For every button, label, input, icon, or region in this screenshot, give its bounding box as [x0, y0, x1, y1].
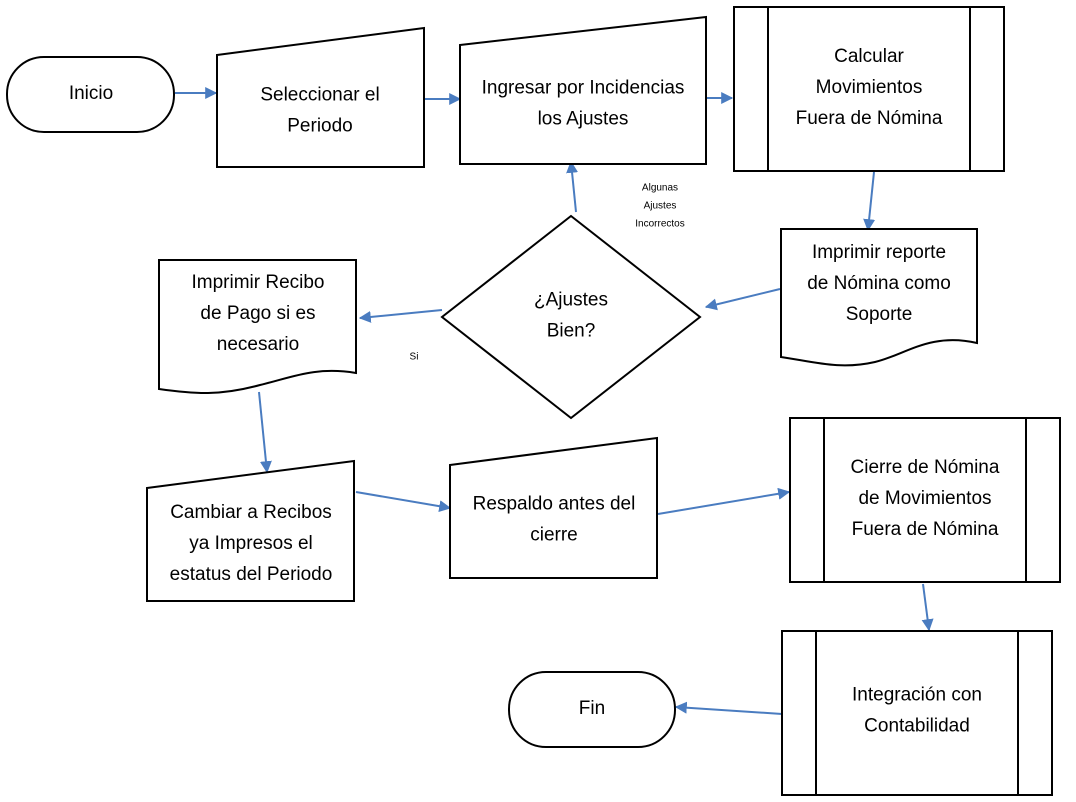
label-line: Seleccionar el: [260, 85, 379, 106]
manual-input-shape: [146, 459, 355, 602]
label-line: Bien?: [547, 321, 596, 342]
manual-input-shape: [459, 15, 707, 165]
manual-input-shape: [216, 26, 425, 168]
node-label: Inicio: [69, 83, 113, 104]
label-line: Calcular: [834, 46, 904, 67]
document-shape: [780, 228, 978, 367]
label-line: Cambiar a Recibos: [170, 502, 332, 523]
decision-shape: [440, 214, 702, 420]
node-label: Imprimir Recibo de Pago si es necesario: [191, 272, 324, 355]
terminator-shape: [6, 56, 175, 133]
node-respaldo: Respaldo antes del cierre: [449, 436, 658, 579]
label-line: cierre: [530, 525, 578, 546]
predefined-process-shape: [789, 417, 1061, 583]
label-line: de Movimientos: [858, 488, 991, 509]
label-line: ya Impresos el: [189, 533, 313, 554]
label-line: Contabilidad: [864, 716, 970, 737]
terminator-shape: [508, 671, 676, 748]
label-line: Movimientos: [816, 77, 923, 98]
label-line: Soporte: [846, 304, 913, 325]
node-label: Respaldo antes del cierre: [473, 494, 636, 546]
label-line: ¿Ajustes: [534, 290, 608, 311]
node-label: Fin: [579, 698, 605, 719]
label-line: estatus del Periodo: [170, 564, 333, 585]
edge-imprimir-reporte-decision: [704, 288, 781, 311]
label-line: Fin: [579, 698, 605, 719]
label-line: necesario: [217, 334, 299, 355]
node-imprimir-recibo: Imprimir Recibo de Pago si es necesario: [158, 259, 357, 395]
edge-decision-ingresar: [566, 160, 579, 213]
label-line: Periodo: [287, 116, 353, 137]
label-line: Imprimir reporte: [812, 242, 946, 263]
label-line: Integración con: [852, 685, 982, 706]
edge-cambiar-respaldo: [355, 491, 452, 513]
node-label: Seleccionar el Periodo: [260, 85, 379, 137]
predefined-process-shape: [781, 630, 1053, 796]
node-seleccionar: Seleccionar el Periodo: [216, 26, 425, 168]
node-label: Ingresar por Incidencias los Ajustes: [482, 78, 685, 130]
label-line: Incorrectos: [635, 219, 684, 230]
manual-input-shape: [449, 436, 658, 579]
edge-decision-imprimir-recibo: [358, 309, 443, 323]
node-cambiar: Cambiar a Recibos ya Impresos el estatus d…: [146, 459, 355, 602]
label-line: Si: [410, 352, 419, 363]
document-shape: [158, 259, 357, 395]
edge-label-si: Si: [410, 352, 419, 363]
label-line: de Pago si es: [200, 303, 315, 324]
label-line: los Ajustes: [538, 109, 629, 130]
label-line: Fuera de Nómina: [796, 108, 943, 129]
label-line: Respaldo antes del: [473, 494, 636, 515]
node-fin: Fin: [508, 671, 676, 748]
label-line: Algunas: [642, 183, 678, 194]
edge-integracion-fin: [674, 701, 783, 715]
label-line: Cierre de Nómina: [851, 457, 1000, 478]
edge-respaldo-cierre: [657, 487, 791, 515]
edge-cierre-integracion: [921, 583, 934, 632]
predefined-process-shape: [733, 6, 1005, 172]
node-label: Cambiar a Recibos ya Impresos el estatus d…: [170, 502, 333, 585]
edge-imprimir-recibo-cambiar: [258, 391, 272, 474]
edges: [175, 87, 934, 715]
label-line: Imprimir Recibo: [191, 272, 324, 293]
node-inicio: Inicio: [6, 56, 175, 133]
edge-calcular-imprimir-reporte: [863, 171, 876, 232]
label-line: Ingresar por Incidencias: [482, 78, 685, 99]
label-line: Inicio: [69, 83, 113, 104]
label-line: Fuera de Nómina: [852, 519, 999, 540]
label-line: Ajustes: [644, 201, 677, 212]
label-line: de Nómina como: [807, 273, 951, 294]
node-ingresar: Ingresar por Incidencias los Ajustes: [459, 15, 707, 165]
